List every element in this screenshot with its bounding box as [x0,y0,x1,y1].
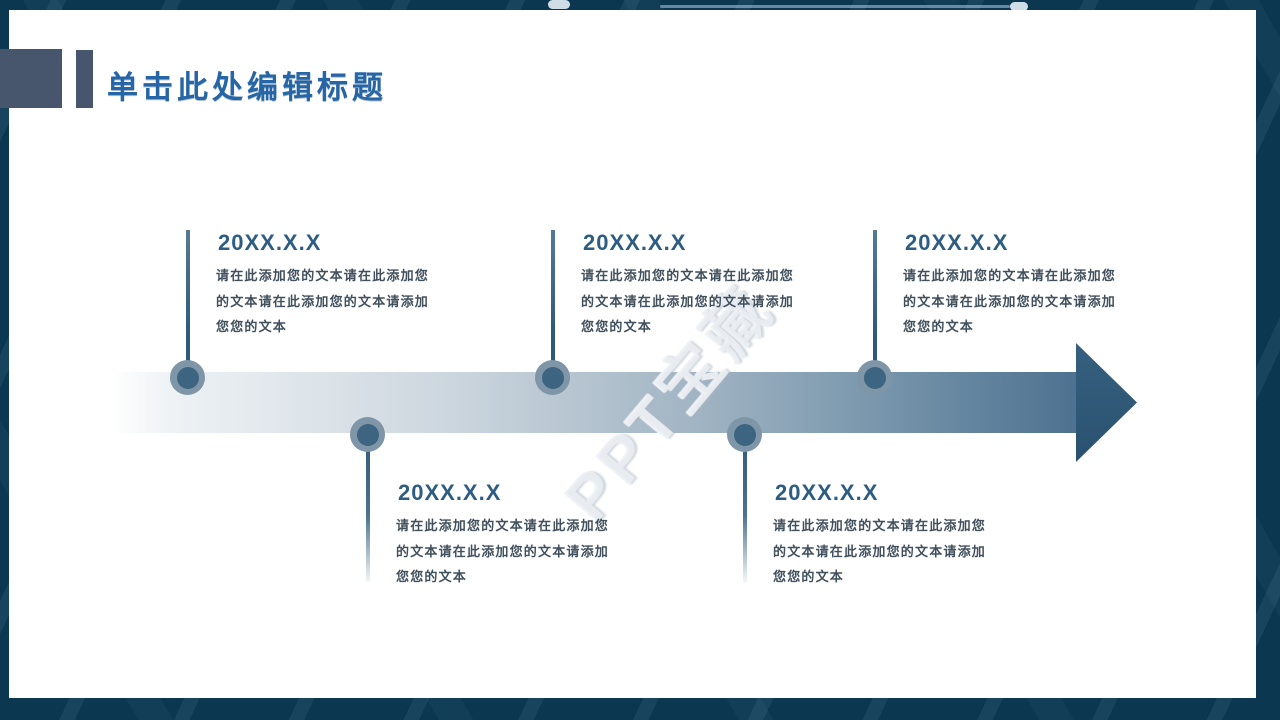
node-date: 20XX.X.X [218,230,322,255]
node-body-text: 请在此添加您的文本请在此添加您的文本请在此添加您的文本请添加您您的文本 [903,268,1117,334]
timeline-dot-inner [176,366,199,389]
node-body-text: 请在此添加您的文本请在此添加您的文本请在此添加您的文本请添加您您的文本 [396,518,610,584]
timeline-dot-inner [733,423,756,446]
node-body-text: 请在此添加您的文本请在此添加您的文本请在此添加您的文本请添加您您的文本 [581,268,795,334]
node-date: 20XX.X.X [583,230,687,255]
node-date: 20XX.X.X [905,230,1009,255]
timeline-dot-icon [857,360,892,395]
node-body-text: 请在此添加您的文本请在此添加您的文本请在此添加您的文本请添加您您的文本 [216,268,430,334]
title-accent-bar [76,50,93,108]
timeline-arrow-shaft [113,372,1077,433]
circuit-trace [660,5,1010,8]
timeline-dot-inner [541,366,564,389]
timeline-dot-inner [863,366,886,389]
timeline-dot-icon [535,360,570,395]
timeline-connector [366,435,370,582]
slide-content-area [9,10,1256,698]
timeline-dot-inner [356,423,379,446]
timeline-dot-icon [727,417,762,452]
slide-title: 单击此处编辑标题 [107,70,387,105]
timeline-dot-icon [170,360,205,395]
node-date: 20XX.X.X [398,480,502,505]
circuit-dot-icon [548,0,570,9]
circuit-dot-icon [1010,2,1028,11]
node-body-text: 请在此添加您的文本请在此添加您的文本请在此添加您的文本请添加您您的文本 [773,518,987,584]
node-date: 20XX.X.X [775,480,879,505]
timeline-dot-icon [350,417,385,452]
timeline-connector [186,230,190,378]
timeline-connector [551,230,555,378]
timeline-connector [873,230,877,378]
timeline-connector [743,435,747,582]
title-accent-block [0,49,62,108]
